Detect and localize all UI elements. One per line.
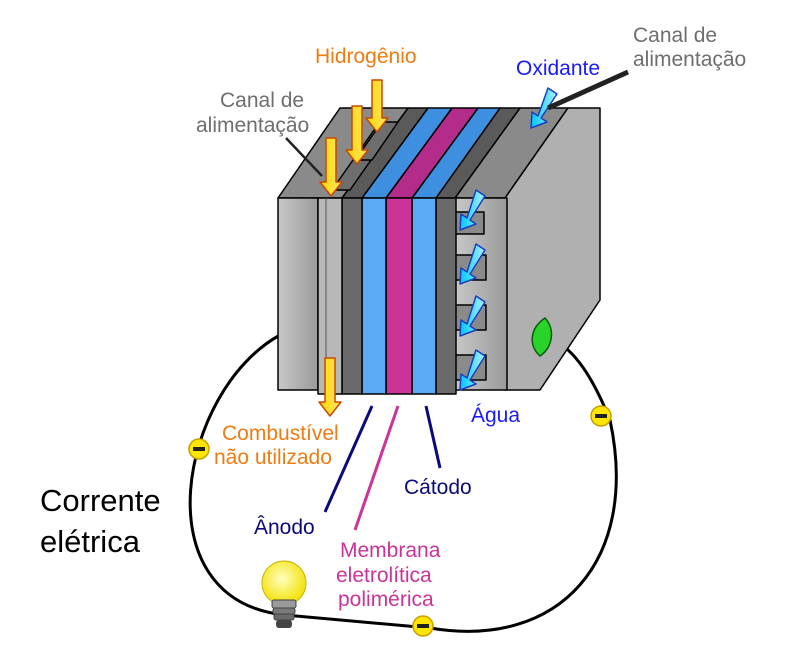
water-arrow-icon: [459, 349, 486, 391]
membrane-front: [385, 197, 413, 395]
oxidant-arrow-icon: [530, 87, 558, 129]
hydrogen-inflow-arrows: [318, 79, 389, 417]
electron-icon: [590, 405, 612, 427]
feed-channel-right-label-line2: alimentação: [633, 48, 746, 71]
anode-label: Ânodo: [254, 516, 315, 539]
oxidant-water-arrows: [459, 87, 558, 391]
cathode-pointer: [424, 405, 442, 469]
hydrogen-arrow-icon: [319, 137, 343, 197]
left-end-plate-front: [277, 197, 319, 391]
cathode-gas-layer-front: [435, 197, 457, 395]
cathode-label: Cátodo: [404, 476, 472, 499]
feed-channel-left-label-line1: Canal de: [220, 89, 304, 112]
electron-icon: [412, 615, 434, 637]
feed-channel-left-pointer: [285, 137, 323, 177]
hydrogen-label: Hidrogênio: [315, 45, 417, 68]
electron-markers: [188, 405, 612, 637]
unused-fuel-label-line1: Combustível: [222, 422, 339, 445]
water-label: Água: [471, 404, 520, 427]
cathode-front: [411, 197, 437, 395]
electrical-contact: [531, 317, 553, 357]
feed-channel-left-label-line2: alimentação: [196, 114, 309, 137]
feed-channel-right-label-line1: Canal de: [633, 24, 717, 47]
electron-icon: [188, 438, 210, 460]
membrane-label-line2: eletrolítica: [336, 564, 432, 587]
membrane-label-line1: Membrana: [340, 539, 441, 562]
feed-channel-right-pointer: [546, 69, 630, 111]
hydrogen-arrow-icon: [365, 79, 389, 133]
unused-fuel-label-line2: não utilizado: [214, 446, 332, 469]
anode-front: [361, 197, 387, 395]
lightbulb-icon: [261, 560, 307, 628]
hydrogen-arrow-icon: [345, 105, 369, 165]
water-arrow-icon: [459, 295, 486, 337]
fuel-cell-stack: [277, 107, 601, 395]
current-label-line2: elétrica: [40, 524, 141, 559]
current-label-line1: Corrente: [40, 483, 161, 518]
anode-pointer: [323, 405, 374, 513]
unused-fuel-arrow-icon: [318, 357, 342, 417]
oxidant-label: Oxidante: [516, 57, 600, 80]
membrane-pointer: [353, 405, 400, 531]
anode-gas-layer-front: [341, 197, 363, 395]
water-arrow-icon: [459, 189, 486, 231]
water-arrow-icon: [459, 243, 486, 285]
membrane-label-line3: polimérica: [338, 588, 434, 611]
